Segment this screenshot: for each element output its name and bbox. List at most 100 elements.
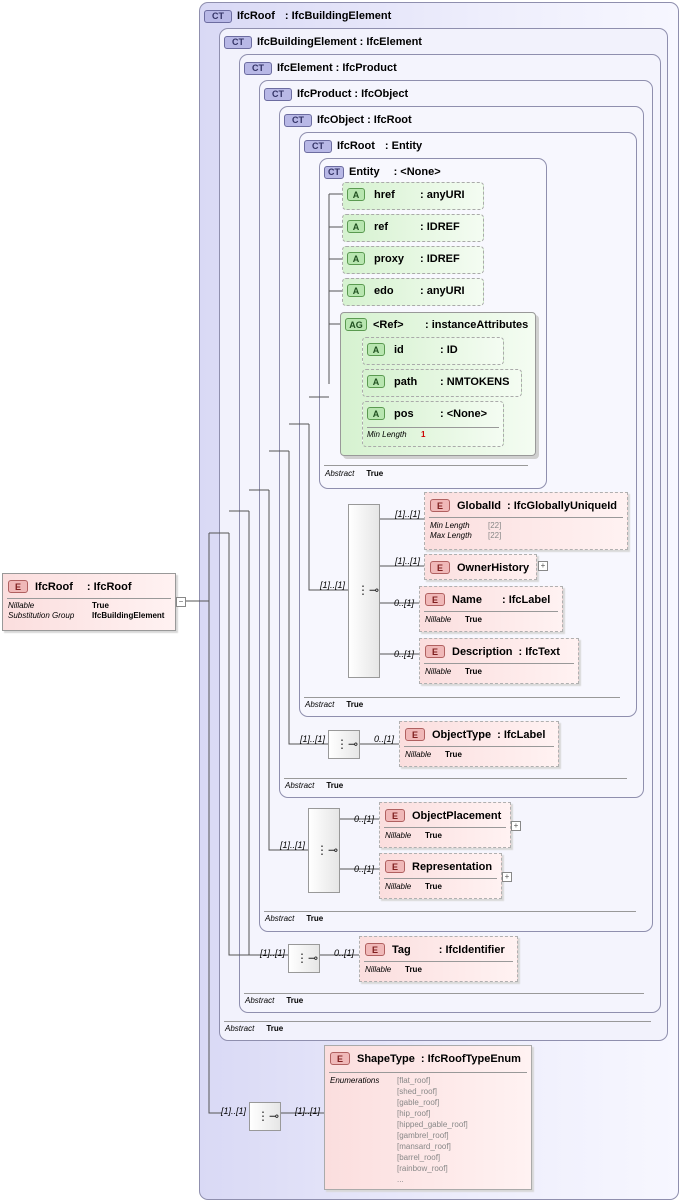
element-name: Tag [392,943,411,956]
attribute-type: : IDREF [420,220,460,233]
attribute-icon: A [347,252,365,265]
cardinality: 0..[1] [374,734,395,744]
nillable-label: Nillable [385,882,412,891]
enumeration-value: [gable_roof] [397,1098,440,1107]
ct-type: : <None> [393,166,441,178]
element-icon: E [430,561,450,574]
complex-type-icon: CT [284,113,312,127]
nillable-value: True [425,831,442,840]
sequence-compositor-ifcelement[interactable]: ⋮⊸ [288,944,320,973]
complex-type-icon: CT [224,35,252,49]
ct-name: IfcBuildingElement [257,36,357,48]
attribute-name: proxy [374,252,404,265]
element-name: OwnerHistory [457,561,530,574]
attribute-type: : ID [440,343,458,356]
enumeration-value: [flat_roof] [397,1076,431,1085]
element-icon: E [8,580,28,593]
ct-type: : IfcProduct [335,62,397,74]
cardinality: [1]..[1] [300,734,326,744]
expand-icon[interactable]: + [502,872,512,882]
cardinality: 0..[1] [394,598,415,608]
ct-name: Entity [349,166,380,178]
collapse-icon[interactable]: − [176,597,186,607]
element-representation[interactable]: E Representation Nillable True [379,853,502,899]
attribute-name: pos [394,407,414,420]
enumeration-value: [shed_roof] [397,1087,438,1096]
expand-icon[interactable]: + [538,561,548,571]
element-icon: E [365,943,385,956]
nillable-value: True [425,882,442,891]
abstract-label: Abstract [265,914,295,923]
attribute-name: href [374,188,395,201]
nillable-label: Nillable [425,667,452,676]
abstract-value: True [306,914,324,923]
abstract-value: True [366,469,384,478]
element-ownerhistory[interactable]: E OwnerHistory [424,554,537,580]
attribute-group-name: <Ref> [373,318,404,331]
element-name: Description [452,645,513,658]
ct-name: IfcObject [317,114,365,126]
cardinality: 0..[1] [334,948,355,958]
abstract-label: Abstract [305,700,335,709]
element-icon: E [425,593,445,606]
sequence-compositor-ifcproduct[interactable]: ⋮⊸ [308,808,340,893]
element-name: IfcRoof [35,580,73,593]
max-length-label: Max Length [430,531,472,540]
sequence-compositor-ifcroot[interactable]: ⋮⊸ [348,504,380,678]
attribute-name: path [394,375,418,388]
abstract-label: Abstract [285,781,315,790]
sequence-icon: ⋮⊸ [257,1109,280,1123]
abstract-label: Abstract [325,469,355,478]
expand-icon[interactable]: + [511,821,521,831]
sequence-compositor-ifcobject[interactable]: ⋮⊸ [328,730,360,759]
enumerations-label: Enumerations [330,1076,380,1085]
attribute-icon: A [347,188,365,201]
nillable-value: True [465,667,482,676]
attribute-type: : <None> [440,407,488,420]
enumeration-value: ... [397,1175,404,1184]
sequence-compositor-ifcroof[interactable]: ⋮⊸ [249,1102,281,1131]
element-name: ObjectPlacement [412,809,502,822]
element-name: Representation [412,860,493,873]
nillable-value: True [465,615,482,624]
enumeration-value: [barrel_roof] [397,1153,441,1162]
complex-type-icon: CT [244,61,272,75]
cardinality: [1]..[1] [395,556,421,566]
element-type: : IfcRoofTypeEnum [420,1052,521,1065]
abstract-label: Abstract [225,1024,255,1033]
attribute-icon: A [367,375,385,388]
enumeration-value: [mansard_roof] [397,1142,451,1151]
enumeration-value: [gambrel_roof] [397,1131,449,1140]
nillable-label: Nillable [8,601,35,610]
substitution-group-value: IfcBuildingElement [92,611,165,620]
element-type: : IfcLabel [501,593,551,606]
abstract-value: True [286,996,304,1005]
cardinality: [1]..[1] [280,840,306,850]
ct-name: IfcElement [277,62,333,74]
nillable-value: True [445,750,462,759]
sequence-icon: ⋮⊸ [336,737,359,751]
element-type: : IfcRoof [86,580,132,593]
attribute-group-icon: AG [345,318,367,331]
attribute-icon: A [367,407,385,420]
ct-name: IfcRoof [237,10,275,22]
abstract-value: True [326,781,344,790]
attribute-type: : IDREF [420,252,460,265]
element-icon: E [330,1052,350,1065]
element-icon: E [385,860,405,873]
ct-name: IfcRoot [337,140,375,152]
element-icon: E [405,728,425,741]
